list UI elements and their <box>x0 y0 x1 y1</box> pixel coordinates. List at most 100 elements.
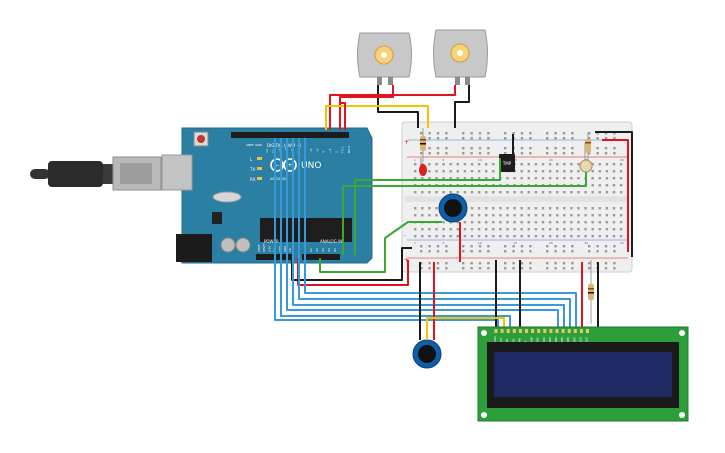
breadboard-hole <box>619 214 623 217</box>
lcd-pin[interactable] <box>494 329 498 333</box>
breadboard-hole <box>485 207 488 210</box>
potentiometer-contrast[interactable] <box>412 339 442 369</box>
lcd-pin[interactable] <box>506 329 510 333</box>
breadboard-hole <box>435 207 438 210</box>
breadboard-hole <box>463 177 467 180</box>
rail-hole <box>487 262 490 265</box>
rail-hole <box>562 132 566 135</box>
breadboard-hole <box>428 214 431 217</box>
lcd-pin[interactable] <box>518 329 522 333</box>
lcd-pin[interactable] <box>573 329 577 333</box>
rail-hole <box>613 147 616 150</box>
breadboard-hole <box>492 214 495 217</box>
breadboard-hole <box>556 177 559 180</box>
lcd-pin[interactable] <box>586 329 589 333</box>
breadboard-hole <box>619 235 623 238</box>
breadboard-hole <box>619 163 623 166</box>
rail-hole <box>554 132 557 135</box>
lcd-pin[interactable] <box>555 329 559 333</box>
breadboard-hole <box>477 191 481 194</box>
lcd-pin-label: LED <box>586 337 589 342</box>
breadboard[interactable]: + + - 115510101515202025253030 <box>401 121 633 273</box>
rail-hole <box>596 250 599 253</box>
lcd-pin[interactable] <box>531 329 535 333</box>
breadboard-hole <box>612 163 616 166</box>
lcd-pin[interactable] <box>549 329 553 333</box>
breadboard-hole <box>541 221 545 224</box>
breadboard-hole <box>563 228 566 231</box>
dc-motor-left[interactable] <box>357 32 412 85</box>
breadboard-hole <box>428 191 431 194</box>
breadboard-hole <box>612 191 616 194</box>
breadboard-hole <box>442 170 445 173</box>
breadboard-hole <box>414 235 417 238</box>
breadboard-hole <box>570 170 573 173</box>
lcd-pin[interactable] <box>543 329 547 333</box>
red-led[interactable] <box>419 158 427 176</box>
lcd-pin[interactable] <box>500 329 504 333</box>
lcd-pin-label: DB4 <box>555 337 558 342</box>
rail-hole <box>462 132 465 135</box>
breadboard-hole <box>584 191 587 194</box>
breadboard-hole <box>577 221 580 224</box>
lcd-pin[interactable] <box>512 329 516 333</box>
rail-hole <box>604 250 608 253</box>
analog-pin-label: A2 <box>315 248 319 252</box>
breadboard-hole <box>619 170 623 173</box>
analog-pin-label: A3 <box>321 248 325 252</box>
rail-hole <box>420 250 423 253</box>
breadboard-hole <box>605 184 609 187</box>
temperature-sensor[interactable]: TMP <box>499 154 515 172</box>
breadboard-hole <box>570 191 573 194</box>
digital-pin-label: ~6 <box>309 148 313 153</box>
rail-hole <box>420 267 423 270</box>
breadboard-hole <box>513 221 516 224</box>
rail-hole <box>571 147 574 150</box>
lcd-pin[interactable] <box>567 329 571 333</box>
digital-pin-label: ~3 <box>328 148 332 153</box>
breadboard-hole <box>598 207 601 210</box>
resistor-led[interactable] <box>420 128 426 162</box>
breadboard-hole <box>442 191 445 194</box>
resistor-ldr[interactable] <box>585 132 591 160</box>
breadboard-hole <box>449 191 452 194</box>
breadboard-hole <box>513 177 516 180</box>
potentiometer-breadboard[interactable] <box>438 193 468 223</box>
lcd-pin[interactable] <box>579 329 583 333</box>
breadboard-hole <box>463 191 467 194</box>
rail-hole <box>596 147 599 150</box>
breadboard-hole <box>485 177 488 180</box>
breadboard-hole <box>506 191 509 194</box>
breadboard-hole <box>506 235 509 238</box>
arduino-uno-board[interactable]: − + UNO ARDUINO DIGITAL (PWM ~) AREF GND… <box>161 127 373 264</box>
rail-hole <box>554 267 557 270</box>
breadboard-hole <box>428 235 431 238</box>
resistor-lcd-backlight[interactable] <box>588 260 594 324</box>
breadboard-hole <box>470 177 474 180</box>
lcd-pin[interactable] <box>561 329 565 333</box>
breadboard-hole <box>598 170 601 173</box>
breadboard-hole <box>563 170 566 173</box>
rail-hole <box>520 250 524 253</box>
lcd-pin[interactable] <box>537 329 541 333</box>
breadboard-hole <box>527 235 530 238</box>
breadboard-hole <box>492 221 495 224</box>
breadboard-hole <box>534 207 538 210</box>
rail-hole <box>478 267 482 270</box>
digital-pin-label: RX 0 <box>347 146 351 153</box>
lcd-pin[interactable] <box>525 329 528 333</box>
column-number: 30 <box>620 241 624 245</box>
rail-hole <box>470 262 473 265</box>
rail-hole <box>462 152 465 155</box>
rail-hole <box>613 267 616 270</box>
breadboard-hole <box>428 207 431 210</box>
breadboard-hole <box>577 170 580 173</box>
breadboard-hole <box>513 235 516 238</box>
breadboard-hole <box>598 221 601 224</box>
breadboard-hole <box>591 191 594 194</box>
rail-hole <box>613 152 616 155</box>
breadboard-hole <box>421 214 424 217</box>
dc-motor-right[interactable] <box>433 29 488 85</box>
breadboard-hole <box>470 214 474 217</box>
